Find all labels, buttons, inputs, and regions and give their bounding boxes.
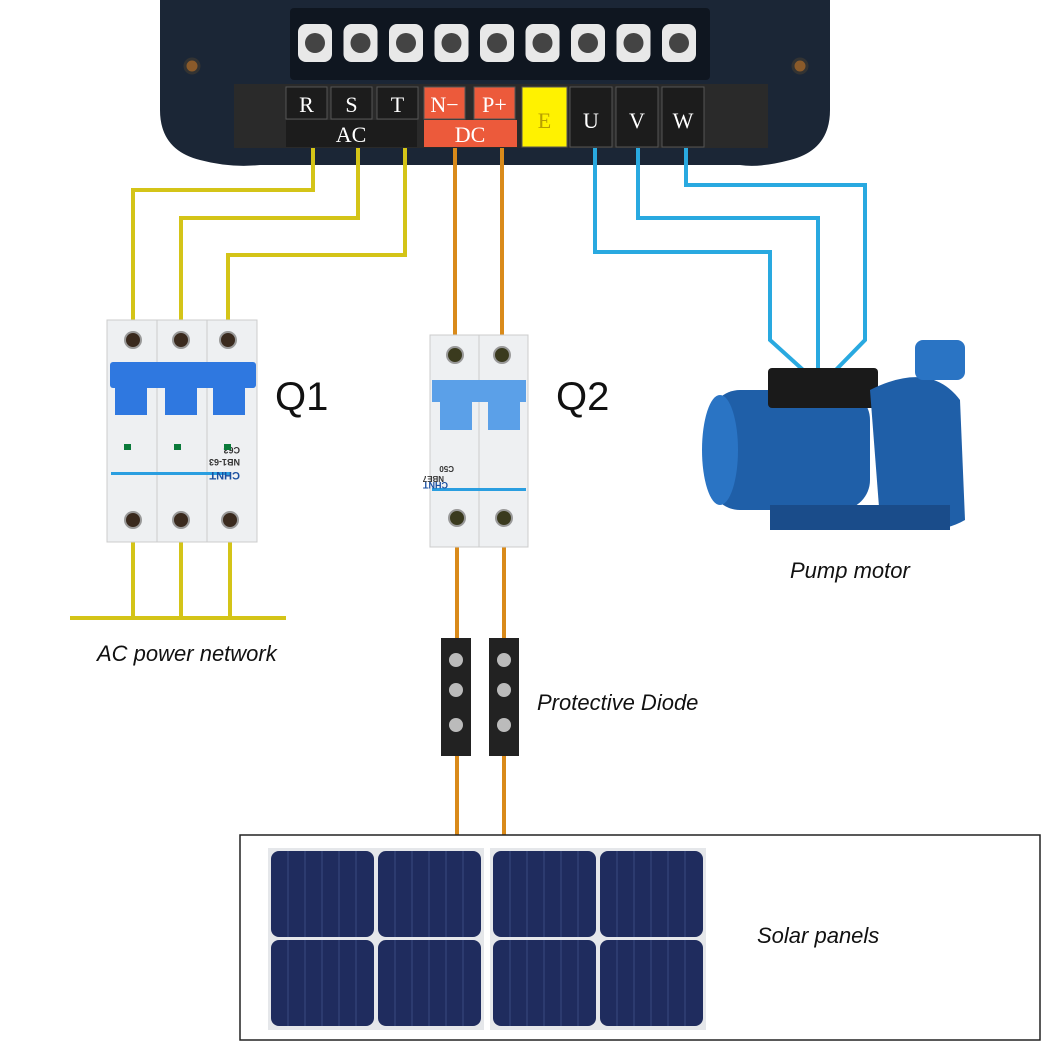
terminal-label-6: U (583, 108, 599, 133)
solar-caption: Solar panels (757, 923, 879, 948)
terminal-label-4: P+ (482, 92, 507, 117)
solar-panels (239, 834, 1041, 1041)
terminal-label-8: W (673, 108, 694, 133)
diode-caption: Protective Diode (537, 690, 698, 715)
q1-brand: CHNT (209, 469, 240, 481)
terminal-label-3: N− (430, 92, 458, 117)
q2-brand: CHNT (423, 480, 448, 490)
q1-label: Q1 (275, 375, 328, 419)
ac-network-caption: AC power network (95, 641, 278, 666)
terminal-label-1: S (345, 92, 357, 117)
dc-group-label: DC (455, 122, 486, 147)
q1-rating: C63 (223, 445, 240, 455)
q2-label: Q2 (556, 375, 609, 419)
pump-motor-caption: Pump motor (790, 558, 911, 583)
q1-model: NB1-63 (209, 457, 240, 467)
breaker-q2: CHNT NBE7 C50 (422, 334, 529, 548)
breaker-q1: CHNT NB1-63 C63 (106, 319, 258, 543)
terminal-label-5: E (538, 108, 551, 133)
motor-wires (593, 148, 867, 380)
terminal-label-2: T (391, 92, 405, 117)
q2-rating: C50 (439, 464, 454, 473)
q2-model: NBE7 (422, 474, 444, 483)
protective-diodes (441, 638, 519, 756)
ac-group-label: AC (336, 122, 367, 147)
ac-wires (70, 148, 407, 620)
terminal-label-7: V (629, 108, 645, 133)
controller-unit: R S T N− P+ E U V W AC DC (160, 0, 830, 166)
terminal-label-0: R (299, 92, 314, 117)
pump-motor (702, 340, 965, 530)
